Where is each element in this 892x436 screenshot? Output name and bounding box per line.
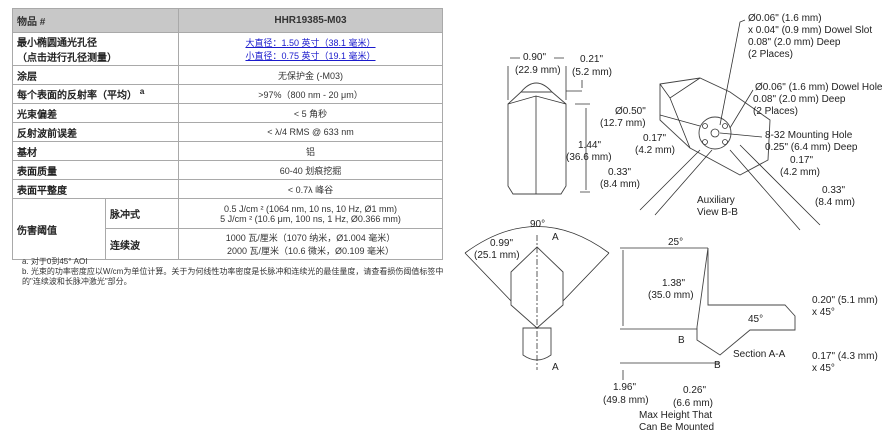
dome-dim: 0.21" <box>580 54 603 65</box>
section-marker-b: B <box>678 335 685 346</box>
dowel-slot-note: 0.08" (2.0 mm) Deep <box>748 37 841 48</box>
diameter-dim: Ø0.50" <box>615 106 646 117</box>
right-width-dim-mm: (8.4 mm) <box>815 197 855 208</box>
total-height-dim: 1.96" <box>613 382 636 393</box>
row-label: 每个表面的反射率（平均） <box>17 90 137 102</box>
aux-view-title: View B-B <box>697 207 738 218</box>
height-dim: 1.38" <box>662 278 685 289</box>
item-label: 物品 # <box>12 8 179 33</box>
chamfer-angle: x 45° <box>812 307 835 318</box>
aperture-label: 最小椭圆通光孔径 <box>17 38 97 49</box>
mounting-hole-note: 0.25" (6.4 mm) Deep <box>765 142 858 153</box>
left-offset-dim: 0.17" <box>643 133 666 144</box>
right-offset-dim-mm: (4.2 mm) <box>780 167 820 178</box>
angle-25: 25° <box>668 237 683 248</box>
max-height-note: Max Height That <box>639 410 712 421</box>
max-height-note: Can Be Mounted <box>639 422 714 433</box>
section-title: Section A-A <box>733 349 786 360</box>
angle-45: 45° <box>748 314 763 325</box>
top-view: 90° 0.99" (25.1 mm) A A <box>464 219 610 373</box>
footnote-b: b. 光束的功率密度应以W/cm为单位计算。关于为何线性功率密度是长脉冲和连续光… <box>22 267 444 286</box>
section-marker-a: A <box>552 232 559 243</box>
specs-table: 物品 #HHR19385-M03 最小椭圆通光孔径 （点击进行孔径测量） 大直径：… <box>12 8 443 260</box>
front-view: 0.90" (22.9 mm) 0.21" (5.2 mm) 1.44" (36… <box>507 52 612 195</box>
footnote-a: a. 对于0到45° AOI <box>22 257 88 266</box>
left-width-dim-mm: (8.4 mm) <box>600 179 640 190</box>
section-marker-b: B <box>714 360 721 371</box>
dowel-slot-note: x 0.04" (0.9 mm) Dowel Slot <box>748 25 872 36</box>
aperture-sublabel: （点击进行孔径测量） <box>17 53 117 64</box>
damage-label: 伤害阈值 <box>12 198 106 260</box>
section-a-a: 25° 1.38" (35.0 mm) 0.20" (5.1 mm) x 45°… <box>603 237 878 433</box>
total-height-dim-mm: (49.8 mm) <box>603 395 649 406</box>
height-dim-mm: (36.6 mm) <box>566 152 612 163</box>
width-dim: 0.99" <box>490 238 513 249</box>
pulsed-value: 0.5 J/cm ² (1064 nm, 10 ns, 10 Hz, Ø1 mm… <box>223 203 398 214</box>
dowel-slot-note: Ø0.06" (1.6 mm) <box>748 13 822 24</box>
dowel-hole-note: 0.08" (2.0 mm) Deep <box>753 94 846 105</box>
left-offset-dim-mm: (4.2 mm) <box>635 145 675 156</box>
height-dim-mm: (35.0 mm) <box>648 290 694 301</box>
dome-dim-mm: (5.2 mm) <box>572 67 612 78</box>
width-dim-mm: (25.1 mm) <box>474 250 520 261</box>
chamfer-angle: x 45° <box>812 363 835 374</box>
item-number: HHR19385-M03 <box>178 8 443 33</box>
height-dim: 1.44" <box>578 140 601 151</box>
aux-view-title: Auxiliary <box>697 195 735 206</box>
pulsed-value: 5 J/cm ² (10.6 μm, 100 ns, 1 Hz, Ø0.366 … <box>220 213 401 224</box>
cw-label: 连续波 <box>105 228 179 260</box>
footnotes: a. 对于0到45° AOI b. 光束的功率密度应以W/cm为单位计算。关于为… <box>22 257 452 287</box>
diameter-dim-mm: (12.7 mm) <box>600 118 646 129</box>
angle-90: 90° <box>530 219 545 230</box>
cw-value: 1000 瓦/厘米（1070 纳米，Ø1.004 毫米） <box>225 233 396 243</box>
max-height-dim-mm: (6.6 mm) <box>673 398 713 409</box>
left-width-dim: 0.33" <box>608 167 631 178</box>
section-marker-a: A <box>552 362 559 373</box>
dowel-hole-note: (2 Places) <box>753 106 798 117</box>
dowel-slot-note: (2 Places) <box>748 49 793 60</box>
minor-diameter-link[interactable]: 小直径：0.75 英寸（19.1 毫米） <box>245 51 376 61</box>
width-dim: 0.90" <box>523 52 546 63</box>
max-height-dim: 0.26" <box>683 385 706 396</box>
chamfer-dim: 0.17" (4.3 mm) <box>812 351 878 362</box>
right-width-dim: 0.33" <box>822 185 845 196</box>
right-offset-dim: 0.17" <box>790 155 813 166</box>
chamfer-dim: 0.20" (5.1 mm) <box>812 295 878 306</box>
width-dim-mm: (22.9 mm) <box>515 65 561 76</box>
footnote-a-ref: a <box>139 86 145 97</box>
auxiliary-view: Ø0.06" (1.6 mm) x 0.04" (0.9 mm) Dowel S… <box>600 13 883 231</box>
mounting-hole-note: 8-32 Mounting Hole <box>765 130 853 141</box>
dowel-hole-note: Ø0.06" (1.6 mm) Dowel Hole <box>755 82 883 93</box>
cw-value: 2000 瓦/厘米（10.6 微米，Ø0.109 毫米） <box>226 246 395 256</box>
major-diameter-link[interactable]: 大直径：1.50 英寸（38.1 毫米） <box>245 38 376 48</box>
